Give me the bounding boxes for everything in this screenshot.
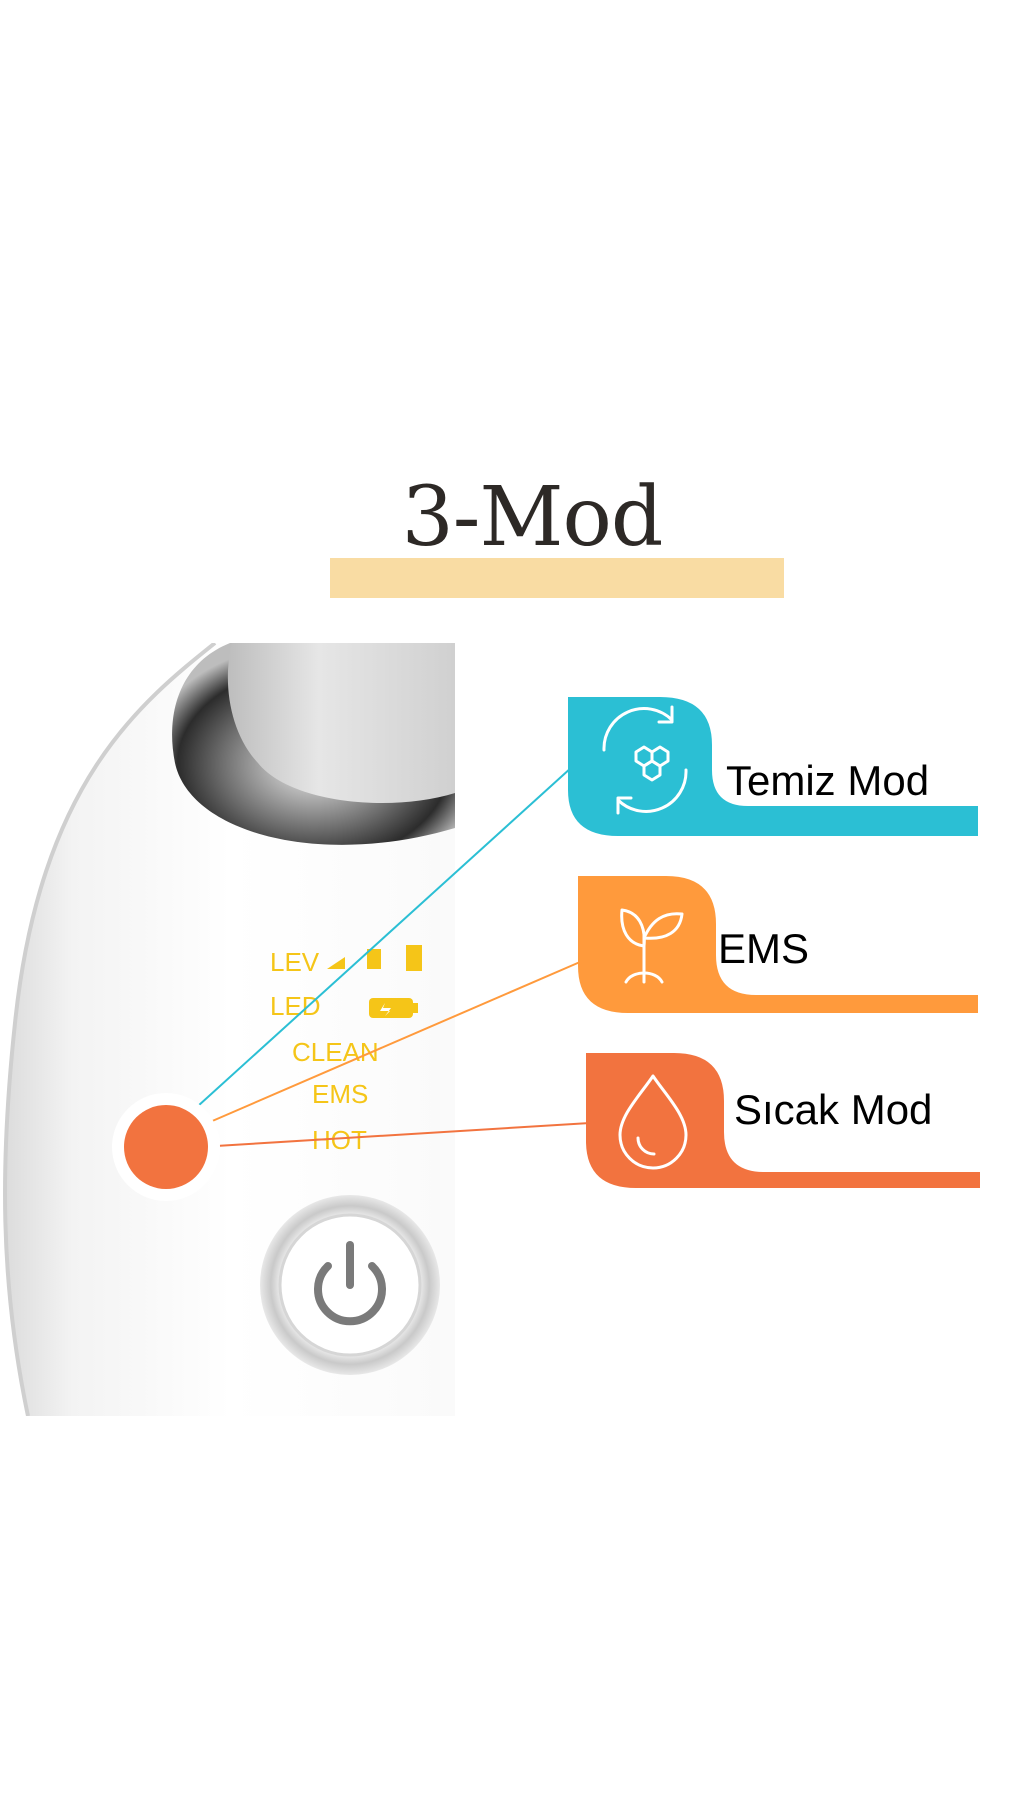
mode-card-ems: EMS: [578, 876, 978, 1013]
title-underline-bar: [330, 558, 784, 598]
device-illustration: LEV LED CLEAN EMS HOT: [3, 643, 455, 1416]
panel-lev-label: LEV: [270, 947, 320, 977]
recycle-honeycomb-icon: [602, 705, 688, 815]
panel-clean-label: CLEAN: [292, 1037, 379, 1067]
panel-led-label: LED: [270, 991, 321, 1021]
page-title: 3-Mod: [401, 470, 664, 565]
power-button: [260, 1195, 440, 1375]
mode-card-temiz: Temiz Mod: [568, 697, 978, 836]
panel-ems-label: EMS: [312, 1079, 368, 1109]
sprout-icon: [620, 908, 684, 984]
water-drop-icon: [618, 1074, 688, 1170]
panel-hot-label: HOT: [312, 1125, 367, 1155]
mode-label-ems: EMS: [718, 925, 809, 972]
power-icon: [314, 1262, 386, 1326]
mode-label-sicak: Sıcak Mod: [734, 1086, 932, 1133]
mode-card-sicak: Sıcak Mod: [586, 1053, 980, 1188]
mode-label-temiz: Temiz Mod: [726, 757, 929, 804]
